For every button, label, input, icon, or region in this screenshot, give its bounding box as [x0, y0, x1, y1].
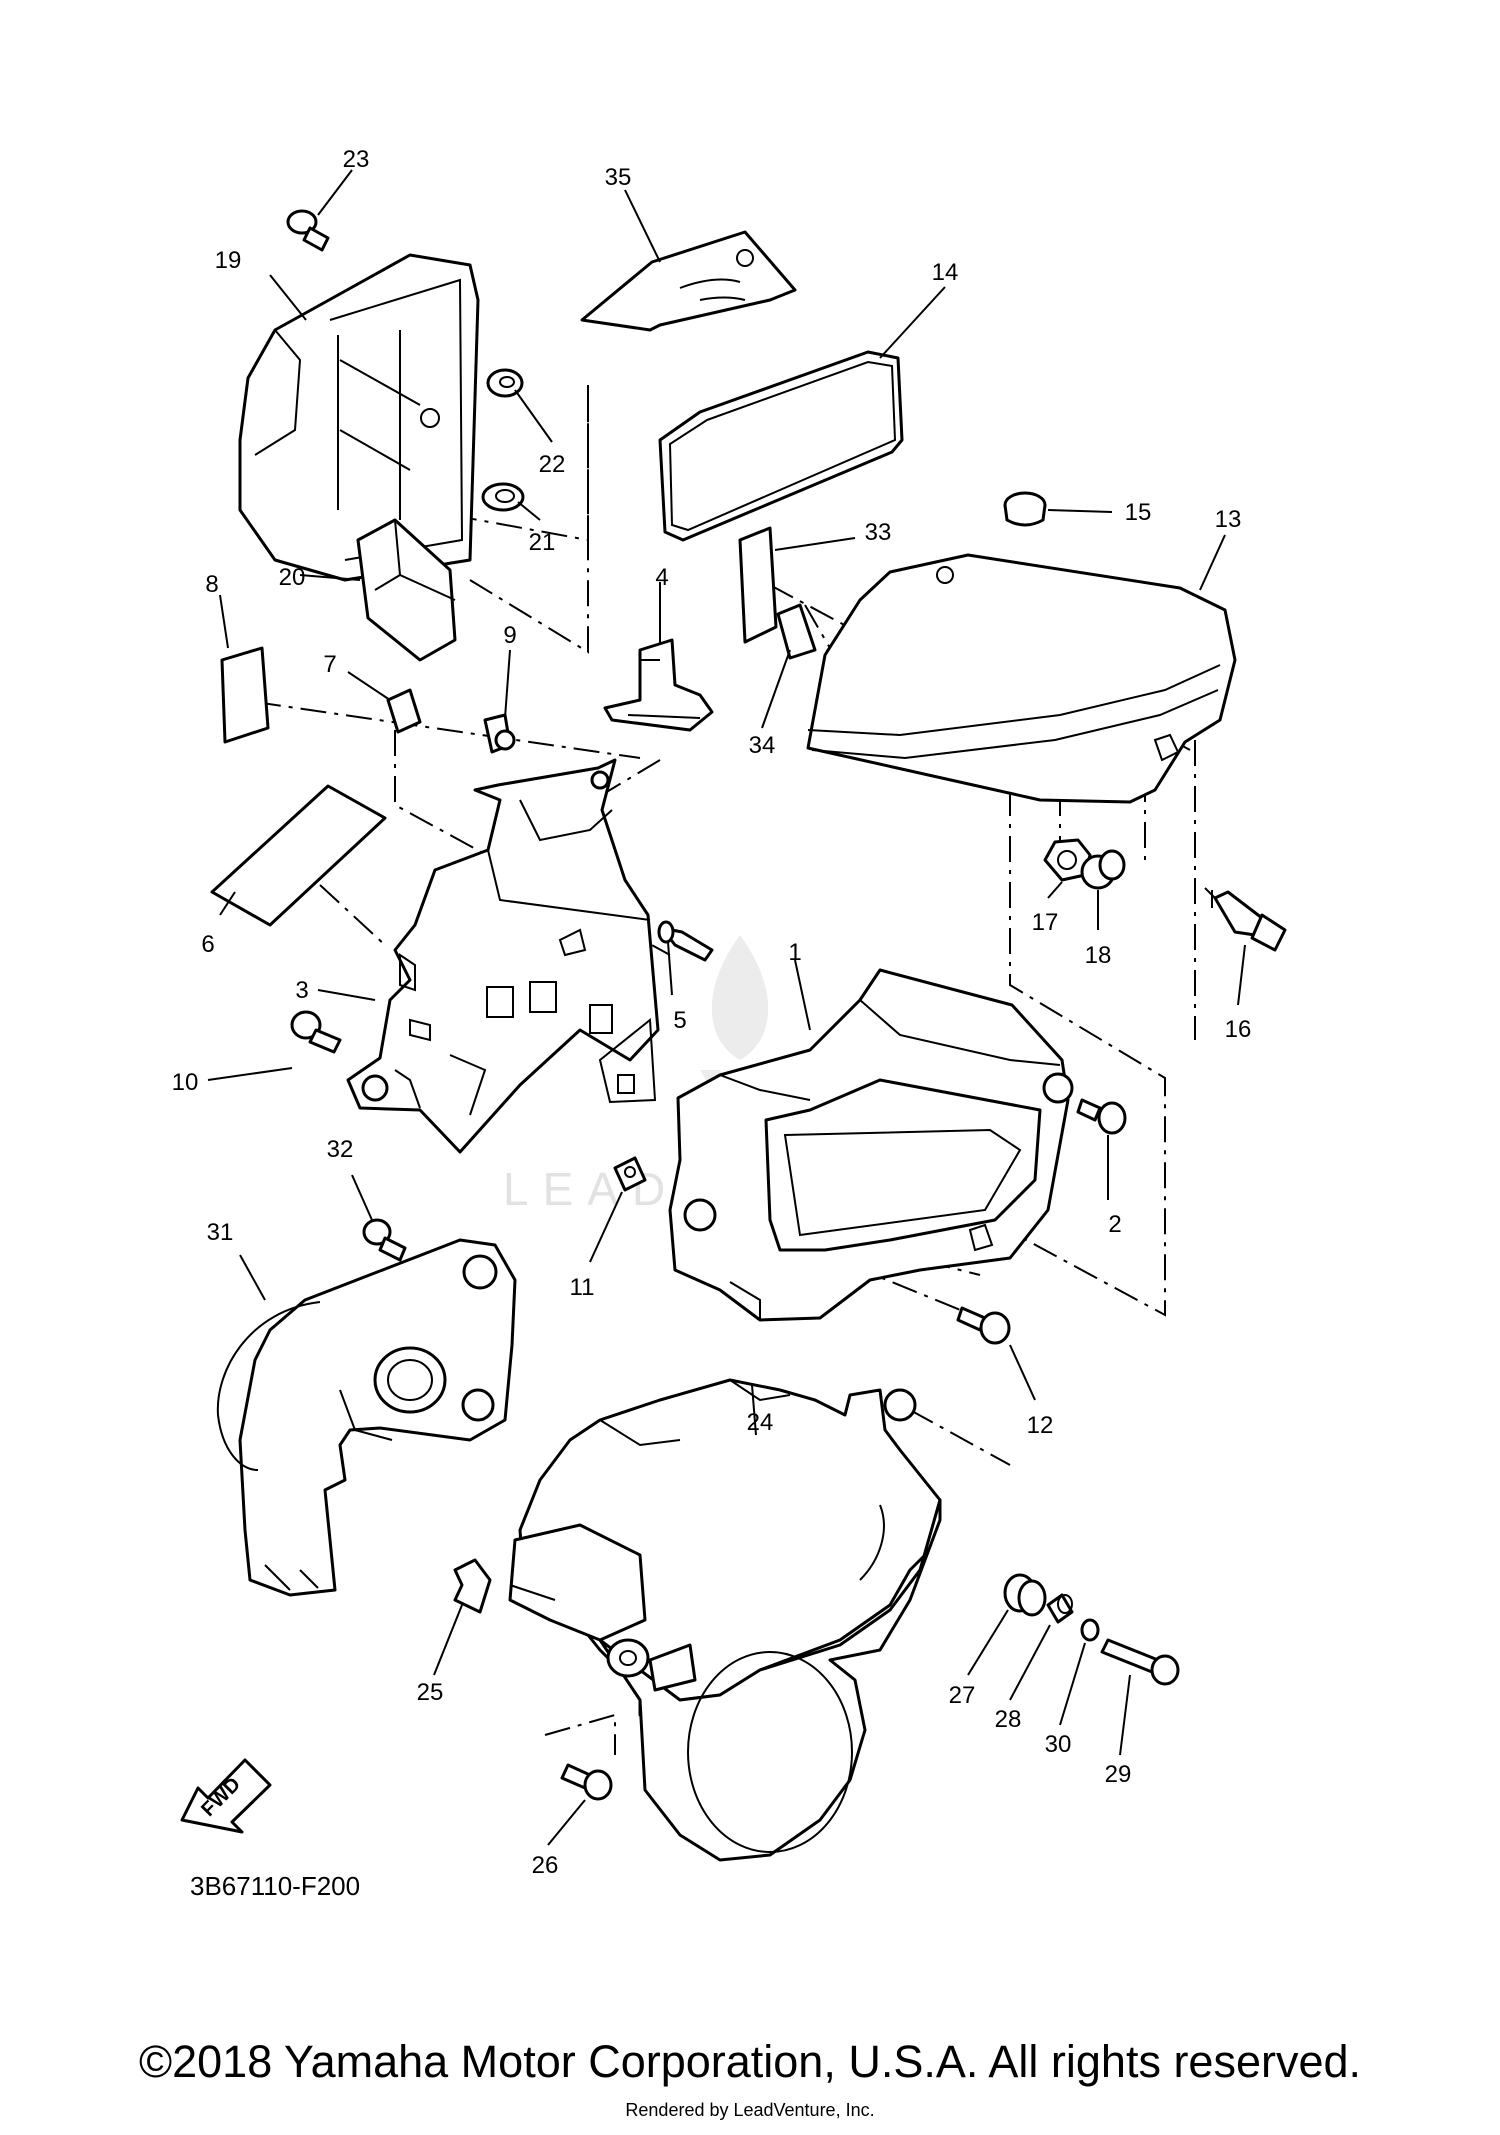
part-3-housing: [346, 758, 660, 1154]
part-21-grommet: [481, 482, 525, 512]
callout-27: 27: [949, 1682, 976, 1709]
callout-11: 11: [570, 1274, 595, 1301]
part-19-side-cover: [238, 253, 480, 582]
callout-5: 5: [673, 1007, 686, 1034]
part-9-clip: [483, 713, 516, 754]
part-12-bolt: [956, 1306, 1011, 1345]
callout-2: 2: [1108, 1211, 1121, 1238]
callout-26: 26: [532, 1852, 559, 1879]
part-7-cap: [386, 688, 422, 734]
part-33-seal: [738, 526, 778, 644]
part-14-sponge: [658, 350, 904, 542]
part-26-bolt: [560, 1763, 613, 1801]
part-13-box: [806, 553, 1237, 804]
part-24-cover: [508, 1378, 942, 1862]
part-32-bolt: [362, 1218, 407, 1262]
copyright-notice: ©2018 Yamaha Motor Corporation, U.S.A. A…: [138, 2036, 1362, 2087]
part-5-screw: [657, 920, 714, 962]
callout-30: 30: [1045, 1731, 1072, 1758]
part-29-bolt: [1100, 1638, 1180, 1686]
part-6-sheet: [210, 784, 387, 927]
callout-31: 31: [207, 1219, 234, 1246]
part-8-pad: [220, 646, 270, 744]
part-25-clip: [453, 1558, 492, 1614]
diagram-code: 3B67110-F200: [190, 1871, 360, 1901]
part-18-grommet: [1080, 849, 1126, 890]
part-4-bracket: [603, 638, 714, 732]
part-22-grommet: [486, 368, 524, 398]
part-16-valve: [1204, 887, 1287, 952]
callouts: 23 35 14 19 22 21 15 13 33 4 8 20 9 7 34…: [172, 146, 1252, 1879]
part-2-bolt: [1076, 1098, 1127, 1135]
part-28-collar: [1046, 1593, 1074, 1624]
callout-8: 8: [205, 571, 218, 598]
part-35-plate: [580, 230, 797, 332]
callout-18: 18: [1085, 942, 1112, 969]
callout-22: 22: [539, 451, 566, 478]
callout-23: 23: [343, 146, 370, 173]
part-23-bolt: [286, 209, 330, 252]
callout-4: 4: [655, 564, 668, 591]
part-34-seal: [776, 603, 817, 660]
callout-24: 24: [747, 1409, 774, 1436]
callout-17: 17: [1032, 909, 1059, 936]
callout-16: 16: [1225, 1016, 1252, 1043]
callout-3: 3: [295, 977, 308, 1004]
callout-10: 10: [172, 1069, 199, 1096]
callout-13: 13: [1215, 506, 1242, 533]
callout-1: 1: [788, 939, 801, 966]
callout-19: 19: [215, 247, 242, 274]
callout-7: 7: [323, 651, 336, 678]
leader-lines: [207, 169, 1246, 1846]
part-10-bolt: [290, 1010, 342, 1054]
part-1-case: [668, 968, 1074, 1322]
fwd-arrow: FWD: [180, 1758, 272, 1834]
callout-9: 9: [503, 622, 516, 649]
callout-21: 21: [529, 529, 556, 556]
callout-35: 35: [605, 164, 632, 191]
callout-28: 28: [995, 1706, 1022, 1733]
rendered-by-notice: Rendered by LeadVenture, Inc.: [625, 2100, 875, 2120]
callout-14: 14: [932, 259, 959, 286]
callout-6: 6: [201, 931, 214, 958]
callout-20: 20: [279, 564, 306, 591]
callout-33: 33: [865, 519, 892, 546]
part-30-washer: [1080, 1618, 1100, 1642]
part-11-clip: [613, 1156, 647, 1192]
part-20-block: [356, 518, 457, 662]
callout-34: 34: [749, 732, 776, 759]
part-31-cover: [216, 1238, 517, 1597]
part-27-damper: [1003, 1573, 1047, 1617]
part-17-nut: [1043, 838, 1092, 882]
part-15-grommet: [1003, 491, 1047, 527]
callout-15: 15: [1125, 499, 1152, 526]
callout-25: 25: [417, 1679, 444, 1706]
callout-32: 32: [327, 1136, 354, 1163]
callout-12: 12: [1027, 1412, 1054, 1439]
callout-29: 29: [1105, 1761, 1132, 1788]
